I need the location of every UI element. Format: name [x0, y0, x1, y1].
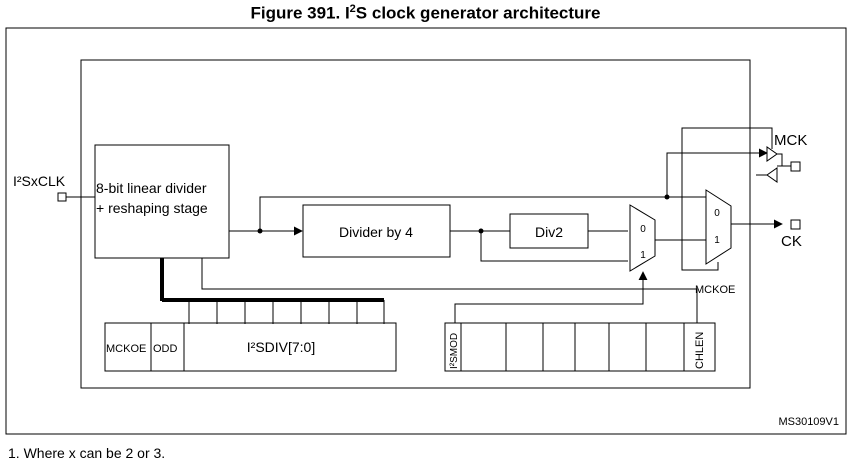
bypass-wire [259, 196, 706, 231]
i2scfgr-register [444, 322, 716, 372]
i2smod-bit: I²SMOD [449, 333, 460, 369]
figure-ref-code: MS30109V1 [778, 416, 839, 428]
i2sdiv-field: I²SDIV[7:0] [247, 339, 315, 355]
div4-to-mux-wire [480, 231, 628, 262]
mux-2-input-0: 0 [714, 208, 720, 219]
linear-divider-label-1: 8-bit linear divider [96, 180, 207, 196]
mck-pin [790, 161, 801, 172]
mck-out-buffer [766, 146, 778, 162]
figure-title: Figure 391. I2S clock generator architec… [0, 3, 851, 24]
divider-by-4-label: Divider by 4 [339, 224, 413, 240]
i2smod-control-wire [454, 271, 648, 323]
figure-frame [5, 27, 847, 435]
i2spr-register [104, 322, 397, 372]
linear-divider-label-2: + reshaping stage [96, 200, 208, 216]
mux-2-input-1: 1 [714, 235, 720, 246]
chlen-wire [201, 258, 698, 323]
ck-label: CK [781, 233, 802, 250]
input-clk-label: I²SxCLK [13, 173, 66, 189]
footnote: 1. Where x can be 2 or 3. [8, 445, 166, 461]
mck-wire [666, 148, 768, 197]
mux-1-input-1: 1 [640, 250, 646, 261]
figure-title-suffix: S clock generator architecture [355, 3, 601, 23]
odd-bit: ODD [153, 343, 178, 355]
mckoe-label: MCKOE [695, 284, 735, 296]
chlen-bit: CHLEN [694, 332, 706, 369]
figure-title-sup: 2 [349, 3, 356, 15]
input-clk-pin [57, 192, 67, 202]
ck-pin [790, 219, 801, 230]
mckoe-control-wire [681, 127, 773, 271]
mux-1 [629, 204, 656, 272]
figure-title-prefix: Figure 391. I [250, 3, 350, 23]
mux-2 [705, 189, 732, 265]
mckoe-bit: MCKOE [106, 343, 146, 355]
div2-label: Div2 [535, 224, 563, 240]
mck-label: MCK [774, 132, 807, 149]
mck-in-buffer [766, 167, 778, 183]
mck-pad-wire [777, 153, 783, 166]
mux-1-input-0: 0 [640, 224, 646, 235]
